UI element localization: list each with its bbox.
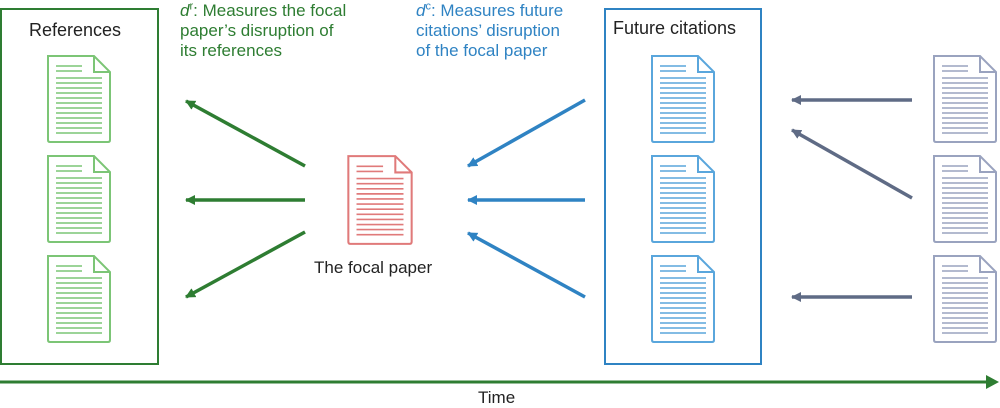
future-citations-box <box>604 8 762 365</box>
future-citation-document-icon-2 <box>651 155 715 243</box>
metric-dc-line-2: citations’ disruption <box>416 21 560 40</box>
future-citation-document-icon-3 <box>651 255 715 343</box>
later-paper-document-icon-3 <box>933 255 997 343</box>
time-axis-label: Time <box>478 388 516 407</box>
later-paper-document-icon-2 <box>933 155 997 243</box>
metric-dr-symbol: d <box>180 1 190 20</box>
focal-paper-document-icon <box>347 155 413 245</box>
later-paper-document-icon-1 <box>933 55 997 143</box>
metric-dc-symbol: d <box>416 1 426 20</box>
references-box <box>0 8 159 365</box>
arrow-future-to-focal-1 <box>467 98 586 168</box>
focal-paper-caption: The focal paper <box>314 258 433 277</box>
metric-dc-text-1: : Measures future <box>430 1 564 20</box>
reference-document-icon-2 <box>47 155 111 243</box>
time-axis-arrowhead <box>986 375 999 389</box>
future-citations-box-title: Future citations <box>613 18 737 38</box>
reference-document-icon-3 <box>47 255 111 343</box>
metric-dc-description: dc: Measures future citations’ disruptio… <box>416 1 563 61</box>
references-box-title: References <box>29 20 122 40</box>
reference-document-icon-1 <box>47 55 111 143</box>
arrow-future-to-focal-3 <box>467 231 586 299</box>
metric-dr-line-2: paper’s disruption of <box>180 21 334 40</box>
future-citation-document-icon-1 <box>651 55 715 143</box>
metric-dc-superscript: c <box>425 0 431 13</box>
metric-dr-line-3: its references <box>180 41 283 60</box>
metric-dr-text-1: : Measures the focal <box>193 1 347 20</box>
arrow-later-to-future-2 <box>791 128 913 200</box>
metric-dc-line-3: of the focal paper <box>416 41 548 60</box>
metric-dr-superscript: r <box>189 0 194 13</box>
arrow-focal-to-reference-1 <box>185 99 306 168</box>
metric-dr-description: dr: Measures the focal paper’s disruptio… <box>180 1 346 61</box>
metric-dc-line-1: dc: Measures future <box>416 1 563 21</box>
arrow-focal-to-reference-3 <box>185 230 306 299</box>
metric-dr-line-1: dr: Measures the focal <box>180 1 346 21</box>
